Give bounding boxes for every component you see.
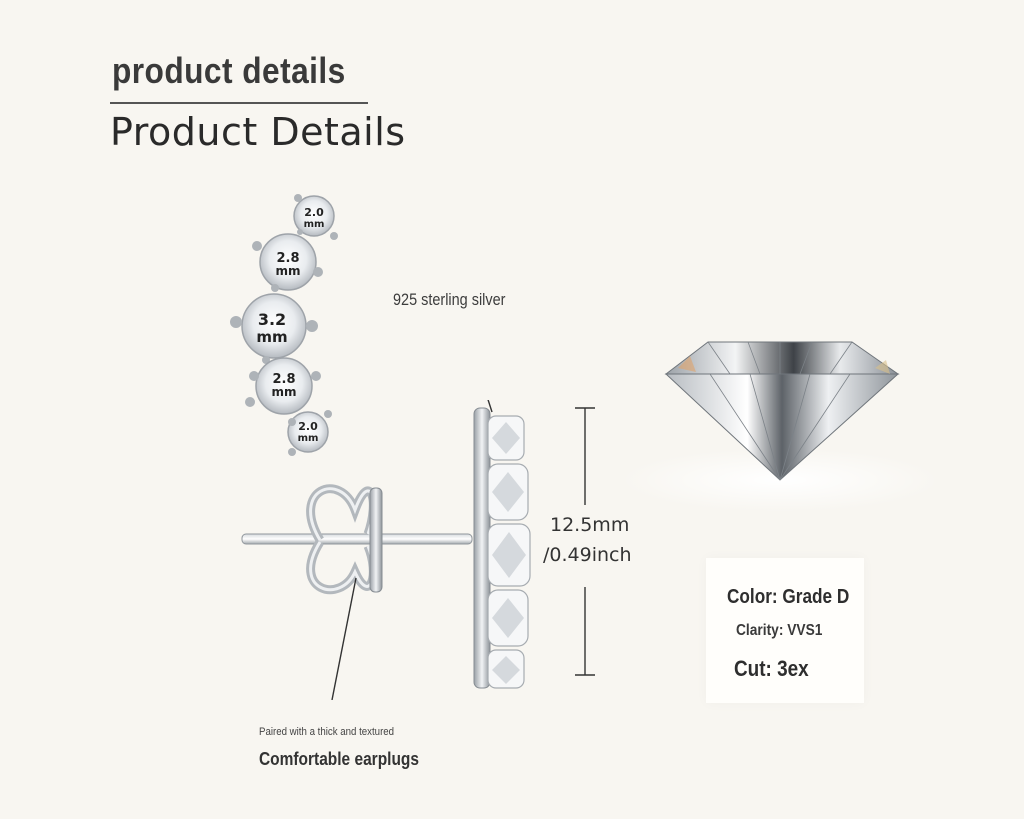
spec-clarity: Clarity: VVS1	[736, 622, 823, 639]
stone-size-diagram: 2.0 mm 2.8 mm 3.2 mm 2.8 mm 2.0 mm	[230, 194, 338, 456]
material-label: 925 sterling silver	[393, 290, 506, 309]
earplug-callout-line	[331, 577, 357, 700]
earplug-title: Comfortable earplugs	[259, 749, 419, 769]
page-title: Product Details	[110, 110, 406, 154]
earplug-note: Paired with a thick and textured	[259, 726, 395, 738]
stone-size-label: 3.2	[258, 310, 286, 329]
stone-size-label: 2.8	[272, 372, 295, 387]
stone-unit-label: mm	[275, 264, 300, 278]
stone-2-0-bottom: 2.0 mm	[287, 410, 332, 456]
spec-card	[706, 558, 864, 703]
diamond-image	[620, 341, 940, 512]
page-title-lower: product details	[112, 50, 346, 91]
stone-2-8-upper: 2.8 mm	[252, 233, 323, 292]
stone-unit-label: mm	[271, 385, 296, 399]
title-divider	[110, 102, 368, 104]
stone-unit-label: mm	[298, 433, 319, 444]
earring-side-view	[241, 400, 531, 700]
length-inch-label: /0.49inch	[543, 544, 632, 566]
spec-color: Color: Grade D	[727, 586, 850, 608]
stone-size-label: 2.0	[304, 206, 324, 219]
stone-unit-label: mm	[304, 219, 325, 230]
length-mm-label: 12.5mm	[550, 514, 630, 536]
stone-2-0-top: 2.0 mm	[293, 194, 338, 240]
stone-unit-label: mm	[256, 328, 287, 346]
stone-size-label: 2.0	[298, 420, 318, 433]
length-dimension-bracket	[575, 407, 595, 676]
stone-2-8-lower: 2.8 mm	[245, 357, 321, 415]
stone-size-label: 2.8	[276, 251, 299, 266]
spec-cut: Cut: 3ex	[734, 656, 809, 681]
stone-3-2-center: 3.2 mm	[230, 293, 318, 364]
